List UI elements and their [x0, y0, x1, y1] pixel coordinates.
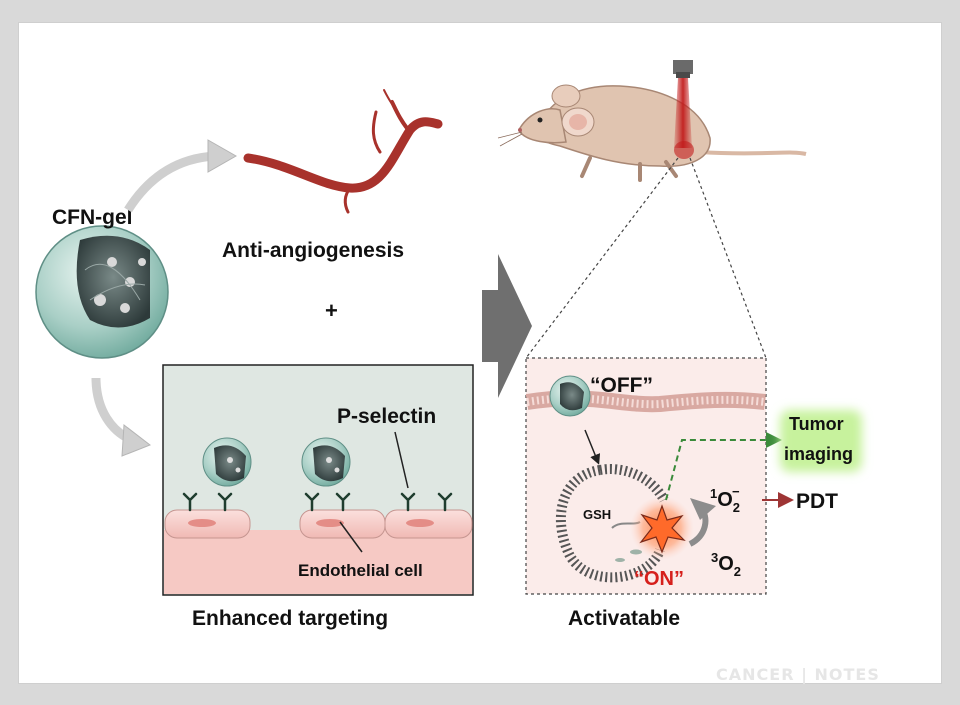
- progression-arrow: [482, 254, 532, 398]
- enhanced-targeting-label: Enhanced targeting: [192, 607, 388, 630]
- on-label: “ON”: [634, 568, 684, 590]
- targeting-panel: [162, 364, 474, 596]
- mouse-illustration: [497, 84, 807, 182]
- arrow-to-angiogenesis: [124, 151, 216, 213]
- imaging-label: imaging: [784, 444, 853, 464]
- gsh-label: GSH: [583, 507, 611, 522]
- singlet-oxygen-label: 1O2−: [710, 484, 740, 515]
- off-label: “OFF”: [590, 374, 653, 397]
- tumor-label: Tumor: [789, 414, 844, 434]
- triplet-oxygen-label: 3O2: [711, 550, 741, 579]
- blood-vessel: [243, 89, 443, 214]
- p-selectin-label: P-selectin: [337, 405, 436, 428]
- anti-angiogenesis-label: Anti-angiogenesis: [222, 239, 404, 262]
- zoom-line-right: [689, 157, 767, 359]
- arrow-head-targeting: [121, 424, 152, 457]
- cfn-gel-label: CFN-gel: [52, 206, 133, 229]
- activatable-label: Activatable: [568, 607, 680, 630]
- zoom-line-left: [525, 157, 679, 359]
- plus-sign: +: [325, 298, 338, 323]
- endothelial-cell-label: Endothelial cell: [298, 561, 423, 580]
- pdt-label: PDT: [796, 490, 838, 513]
- arrow-head-angiogenesis: [207, 139, 238, 173]
- laser-device: [673, 60, 693, 148]
- activatable-panel: [525, 357, 782, 595]
- watermark: CANCER | NOTES: [716, 665, 880, 685]
- cfn-gel-particle: [35, 225, 169, 359]
- tumor-imaging-glow: [780, 410, 862, 472]
